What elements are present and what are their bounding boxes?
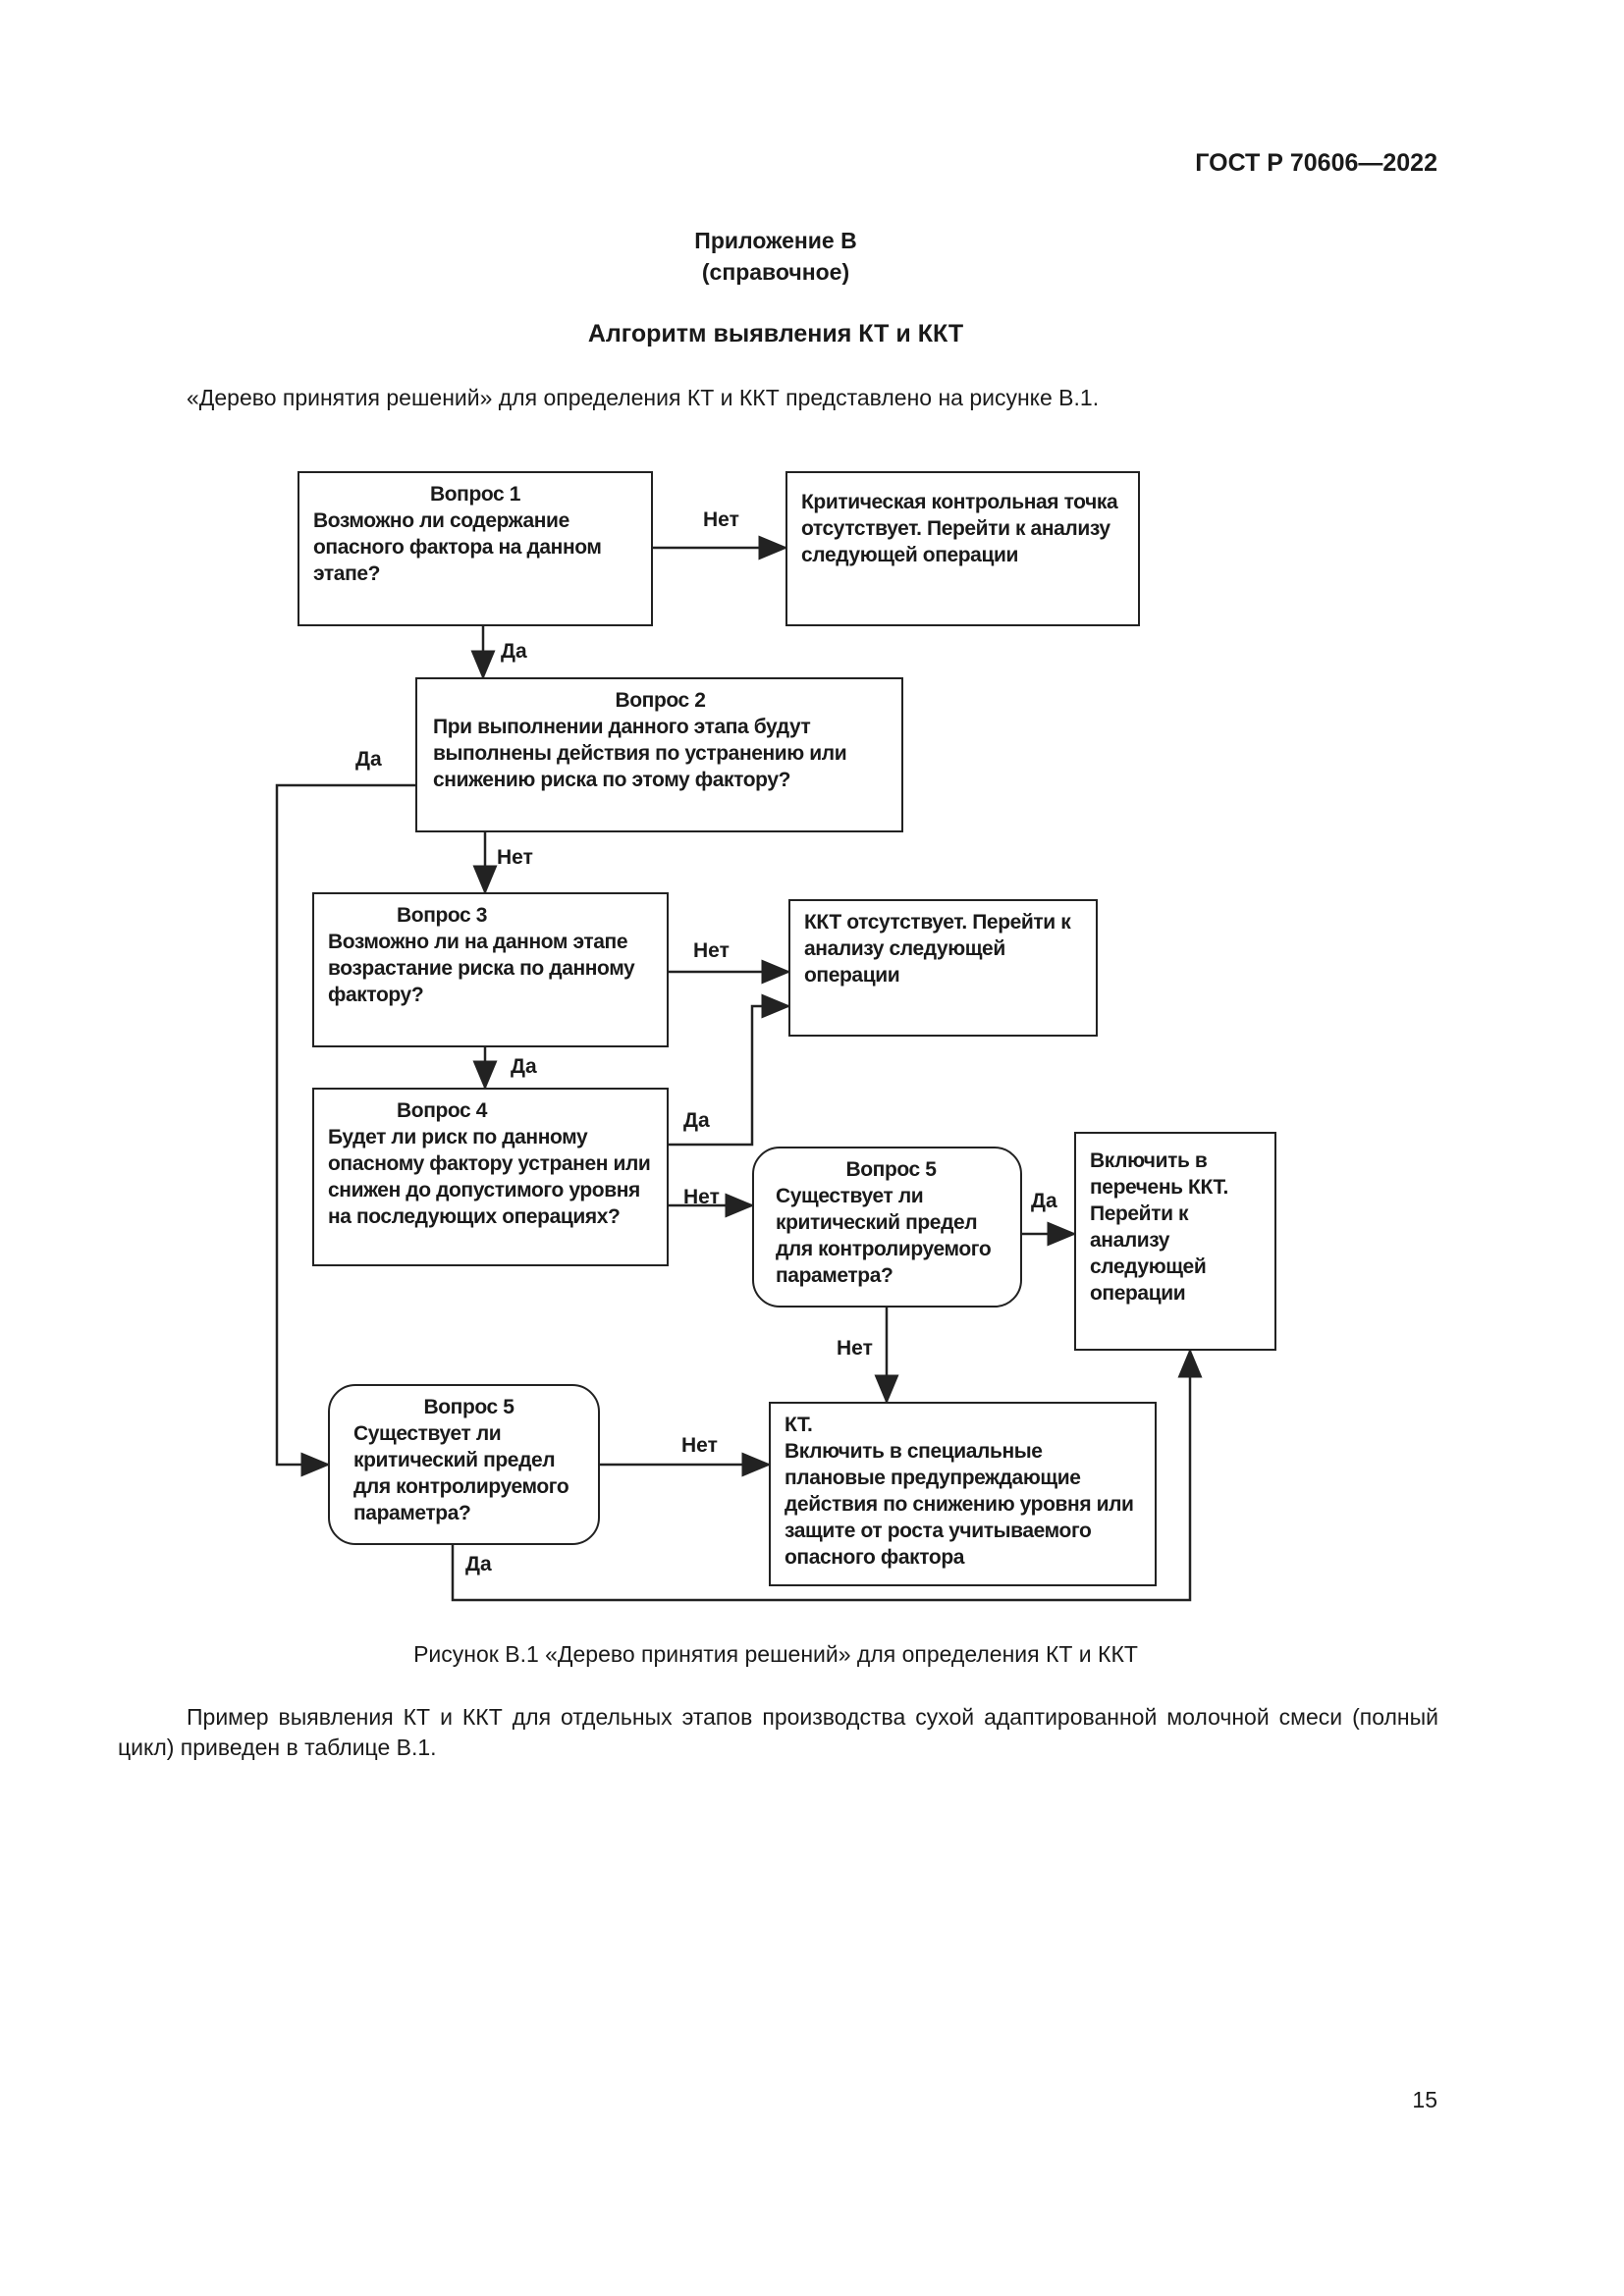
intro-paragraph: «Дерево принятия решений» для определени…: [187, 385, 1100, 410]
appendix-title: Приложение В: [694, 228, 857, 253]
question-3-box: Вопрос 3 Возможно ли на данном этапе воз…: [312, 892, 669, 1047]
figure-caption: Рисунок В.1 «Дерево принятия решений» дл…: [413, 1641, 1138, 1667]
no-kkt-box: ККТ отсутствует. Перейти к анализу следу…: [788, 899, 1098, 1037]
question-3-title: Вопрос 3: [397, 904, 488, 927]
question-3-text: Возможно ли на данном этапе возрастание …: [328, 931, 635, 1006]
question-5a-text: Существует ли критический предел для кон…: [776, 1185, 992, 1287]
label-q5b-yes: Да: [465, 1553, 492, 1575]
label-q3-yes: Да: [511, 1055, 537, 1078]
section-title: Алгоритм выявления КТ и ККТ: [587, 320, 964, 347]
question-5a-box: Вопрос 5 Существует ли критический преде…: [752, 1147, 1022, 1308]
closing-paragraph: Пример выявления КТ и ККТ для отдельных …: [118, 1704, 1438, 1760]
question-5a-title: Вопрос 5: [845, 1158, 937, 1181]
question-4-title: Вопрос 4: [397, 1099, 488, 1122]
kt-title: КТ.: [785, 1414, 813, 1436]
no-ccp-text: Критическая контрольная точка отсутствуе…: [801, 491, 1118, 566]
question-4-text: Будет ли риск по данному опасному фактор…: [328, 1126, 651, 1228]
label-q2-yes: Да: [355, 748, 382, 771]
appendix-subtitle: (справочное): [701, 259, 850, 285]
include-kkt-box: Включить в перечень ККТ. Перейти к анали…: [1074, 1132, 1276, 1351]
label-q5b-no: Нет: [681, 1434, 718, 1457]
include-kkt-text: Включить в перечень ККТ. Перейти к анали…: [1090, 1149, 1228, 1305]
label-q4-no: Нет: [683, 1186, 720, 1208]
page-number: 15: [1412, 2087, 1437, 2112]
kt-box: КТ. Включить в специальные плановые пред…: [769, 1402, 1157, 1586]
standard-number: ГОСТ Р 70606—2022: [1195, 149, 1437, 177]
kt-text: Включить в специальные плановые предупре…: [785, 1440, 1134, 1569]
label-q5a-yes: Да: [1031, 1190, 1057, 1212]
label-q1-no: Нет: [703, 508, 739, 531]
arrow-q4-yes: [669, 993, 791, 1147]
question-4-box: Вопрос 4 Будет ли риск по данному опасно…: [312, 1088, 669, 1266]
question-2-box: Вопрос 2 При выполнении данного этапа бу…: [415, 677, 903, 832]
question-2-title: Вопрос 2: [615, 689, 706, 712]
question-1-box: Вопрос 1 Возможно ли содержание опасного…: [298, 471, 653, 626]
arrow-q2-yes: [275, 783, 415, 1477]
question-1-title: Вопрос 1: [429, 483, 521, 506]
question-1-text: Возможно ли содержание опасного фактора …: [313, 509, 602, 585]
arrow-q5b-yes: [451, 1348, 1203, 1602]
no-kkt-text: ККТ отсутствует. Перейти к анализу следу…: [804, 911, 1071, 987]
label-q4-yes: Да: [683, 1109, 710, 1132]
label-q5a-no: Нет: [837, 1337, 873, 1360]
question-2-text: При выполнении данного этапа будут выпол…: [433, 716, 847, 791]
no-ccp-box: Критическая контрольная точка отсутствуе…: [785, 471, 1140, 626]
question-5b-box: Вопрос 5 Существует ли критический преде…: [328, 1384, 600, 1545]
label-q1-yes: Да: [501, 640, 527, 663]
question-5b-text: Существует ли критический предел для кон…: [353, 1422, 569, 1524]
question-5b-title: Вопрос 5: [423, 1396, 514, 1418]
label-q2-no: Нет: [497, 846, 533, 869]
label-q3-no: Нет: [693, 939, 730, 962]
